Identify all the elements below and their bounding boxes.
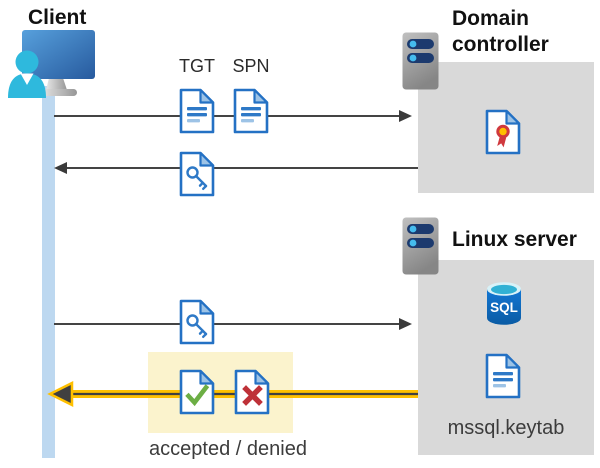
- client-label: Client: [28, 6, 87, 29]
- tgt-label: TGT: [179, 56, 215, 76]
- x-document-icon: [234, 369, 270, 415]
- key-document-icon-2: [179, 299, 215, 345]
- arrow-dc-to-client: [54, 162, 418, 174]
- tgt-document-icon: [179, 88, 215, 134]
- sql-database-icon: SQL: [487, 282, 521, 325]
- domain-controller-title: Domain controller: [452, 7, 549, 56]
- key-document-icon-1: [179, 151, 215, 197]
- linux-server-title: Linux server: [452, 228, 577, 251]
- client-timeline-bar: [42, 86, 55, 458]
- arrow-client-to-linux: [54, 318, 412, 330]
- sql-icon-label: SQL: [490, 300, 518, 315]
- certificate-document-icon: [485, 109, 521, 155]
- keytab-filename-label: mssql.keytab: [447, 417, 565, 439]
- spn-label: SPN: [232, 56, 270, 76]
- spn-document-icon: [233, 88, 269, 134]
- linux-server-icon: [402, 217, 439, 275]
- dc-server-icon: [402, 32, 439, 90]
- keytab-document-icon: [485, 353, 521, 399]
- check-document-icon: [179, 369, 215, 415]
- arrow-client-to-dc: [54, 110, 412, 122]
- user-at-computer-icon: [8, 30, 95, 98]
- result-label: accepted / denied: [149, 438, 307, 460]
